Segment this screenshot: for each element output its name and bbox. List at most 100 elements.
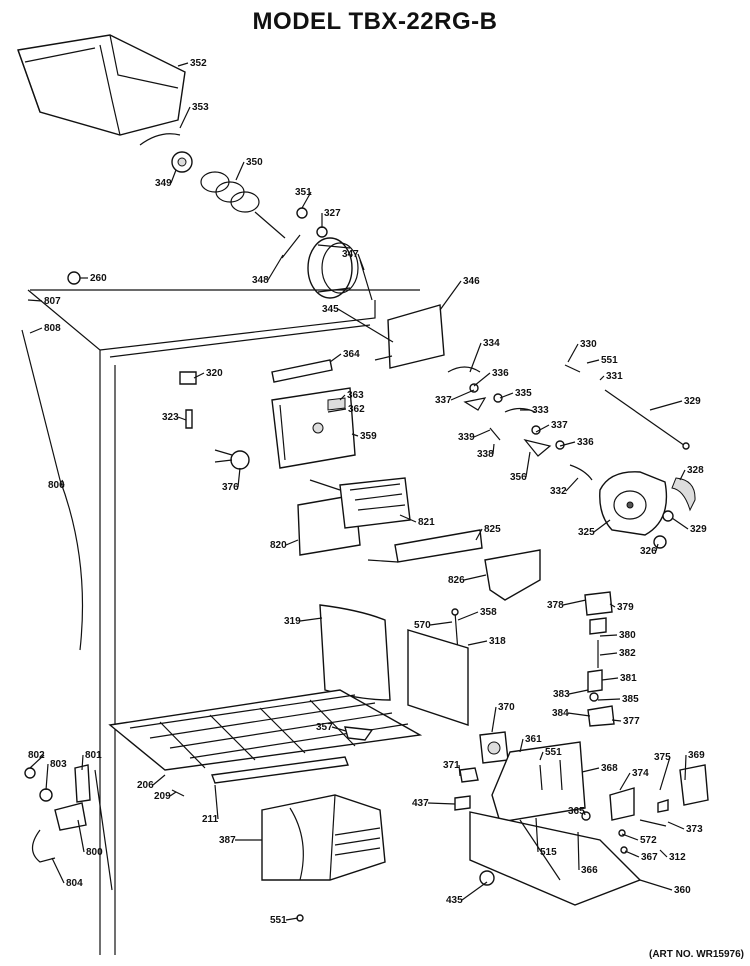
callout-label: 331 bbox=[606, 371, 623, 382]
leader-line bbox=[331, 726, 347, 732]
callout-label: 260 bbox=[90, 273, 107, 284]
leader-line bbox=[77, 819, 85, 853]
valve-parts-drawing bbox=[584, 591, 615, 727]
callout-label: 381 bbox=[620, 673, 637, 684]
callout-label: 333 bbox=[532, 405, 549, 416]
callout-label: 371 bbox=[443, 760, 460, 771]
leader-line bbox=[351, 433, 359, 437]
leader-line bbox=[457, 611, 479, 621]
leader-line bbox=[619, 772, 631, 791]
callout-label: 362 bbox=[348, 404, 365, 415]
callout-label: 312 bbox=[669, 852, 686, 863]
callout-label: 326 bbox=[640, 546, 657, 557]
linkage-parts-drawing bbox=[447, 366, 593, 481]
leader-line bbox=[581, 767, 600, 773]
leader-line bbox=[475, 528, 483, 541]
leader-line bbox=[583, 810, 586, 816]
callout-label: 572 bbox=[640, 835, 657, 846]
callout-label: 352 bbox=[190, 58, 207, 69]
callout-label: 821 bbox=[418, 517, 435, 528]
leader-lines bbox=[27, 62, 689, 921]
callout-label: 380 bbox=[619, 630, 636, 641]
callout-label: 353 bbox=[192, 102, 209, 113]
callout-label: 319 bbox=[284, 616, 301, 627]
callout-label: 336 bbox=[577, 437, 594, 448]
leader-line bbox=[467, 640, 488, 646]
cover-318-drawing bbox=[407, 629, 469, 726]
leader-line bbox=[463, 574, 487, 581]
callout-label: 328 bbox=[687, 465, 704, 476]
callout-label: 515 bbox=[540, 847, 557, 858]
callout-label: 327 bbox=[324, 208, 341, 219]
leader-line bbox=[357, 253, 365, 271]
leader-line bbox=[597, 698, 621, 701]
leader-line bbox=[461, 881, 488, 901]
rail-211-drawing bbox=[211, 756, 349, 784]
leader-line bbox=[492, 443, 495, 455]
leader-line bbox=[61, 479, 65, 486]
callout-label: 364 bbox=[343, 349, 360, 360]
fitting-371-drawing bbox=[459, 767, 479, 783]
leader-line bbox=[450, 389, 475, 401]
auger-drawing bbox=[139, 133, 286, 239]
leader-line bbox=[301, 191, 312, 209]
callout-label: 329 bbox=[684, 396, 701, 407]
leader-line bbox=[327, 408, 347, 413]
callout-label: 320 bbox=[206, 368, 223, 379]
leader-line bbox=[427, 802, 456, 805]
leader-line bbox=[567, 343, 579, 363]
callout-label: 335 bbox=[515, 388, 532, 399]
mounting-bracket-drawing bbox=[374, 304, 445, 369]
leader-line bbox=[655, 543, 659, 552]
callout-label: 356 bbox=[510, 472, 527, 483]
wire-shelf-drawing bbox=[108, 689, 423, 771]
callout-label: 383 bbox=[553, 689, 570, 700]
clip-209-drawing bbox=[171, 789, 185, 797]
leader-line bbox=[27, 299, 43, 302]
callout-label: 366 bbox=[581, 865, 598, 876]
callout-label: 209 bbox=[154, 791, 171, 802]
callout-label: 329 bbox=[690, 524, 707, 535]
callout-label: 360 bbox=[674, 885, 691, 896]
leader-line bbox=[285, 539, 299, 546]
leader-line bbox=[51, 857, 65, 884]
leader-line bbox=[458, 764, 461, 777]
leader-line bbox=[214, 784, 219, 820]
leader-line bbox=[267, 254, 284, 281]
leader-line bbox=[624, 850, 640, 858]
leader-line bbox=[81, 754, 84, 771]
callout-label: 551 bbox=[270, 915, 287, 926]
leader-line bbox=[679, 469, 686, 481]
callout-label: 825 bbox=[484, 524, 501, 535]
callout-label: 211 bbox=[202, 814, 219, 825]
callout-label: 348 bbox=[252, 275, 269, 286]
callout-label: 367 bbox=[641, 852, 658, 863]
leader-line bbox=[621, 833, 639, 841]
callout-label: 375 bbox=[654, 752, 671, 763]
callout-label: 206 bbox=[137, 780, 154, 791]
callout-label: 803 bbox=[50, 759, 67, 770]
knob-320-drawing bbox=[179, 371, 197, 385]
diagram-title: MODEL TBX-22RG-B bbox=[252, 8, 498, 35]
bracket-plate-drawing bbox=[491, 741, 586, 823]
clip-357-drawing bbox=[344, 726, 374, 741]
leader-line bbox=[399, 514, 417, 523]
callout-label: 379 bbox=[617, 602, 634, 613]
callout-label: 345 bbox=[322, 304, 339, 315]
callout-label: 359 bbox=[360, 431, 377, 442]
callout-label: 339 bbox=[458, 432, 475, 443]
leader-line bbox=[649, 400, 683, 411]
control-box-drawing bbox=[271, 387, 356, 469]
leader-line bbox=[29, 327, 43, 334]
callout-label: 351 bbox=[295, 187, 312, 198]
callout-label: 382 bbox=[619, 648, 636, 659]
callout-label: 347 bbox=[342, 249, 359, 260]
leader-line bbox=[667, 821, 685, 830]
auger-drum-drawing bbox=[307, 237, 373, 301]
callout-label: 369 bbox=[688, 750, 705, 761]
callout-label: 332 bbox=[550, 486, 567, 497]
ice-bucket-drawing bbox=[17, 34, 186, 136]
leader-line bbox=[177, 416, 187, 421]
callout-label: 376 bbox=[222, 482, 239, 493]
